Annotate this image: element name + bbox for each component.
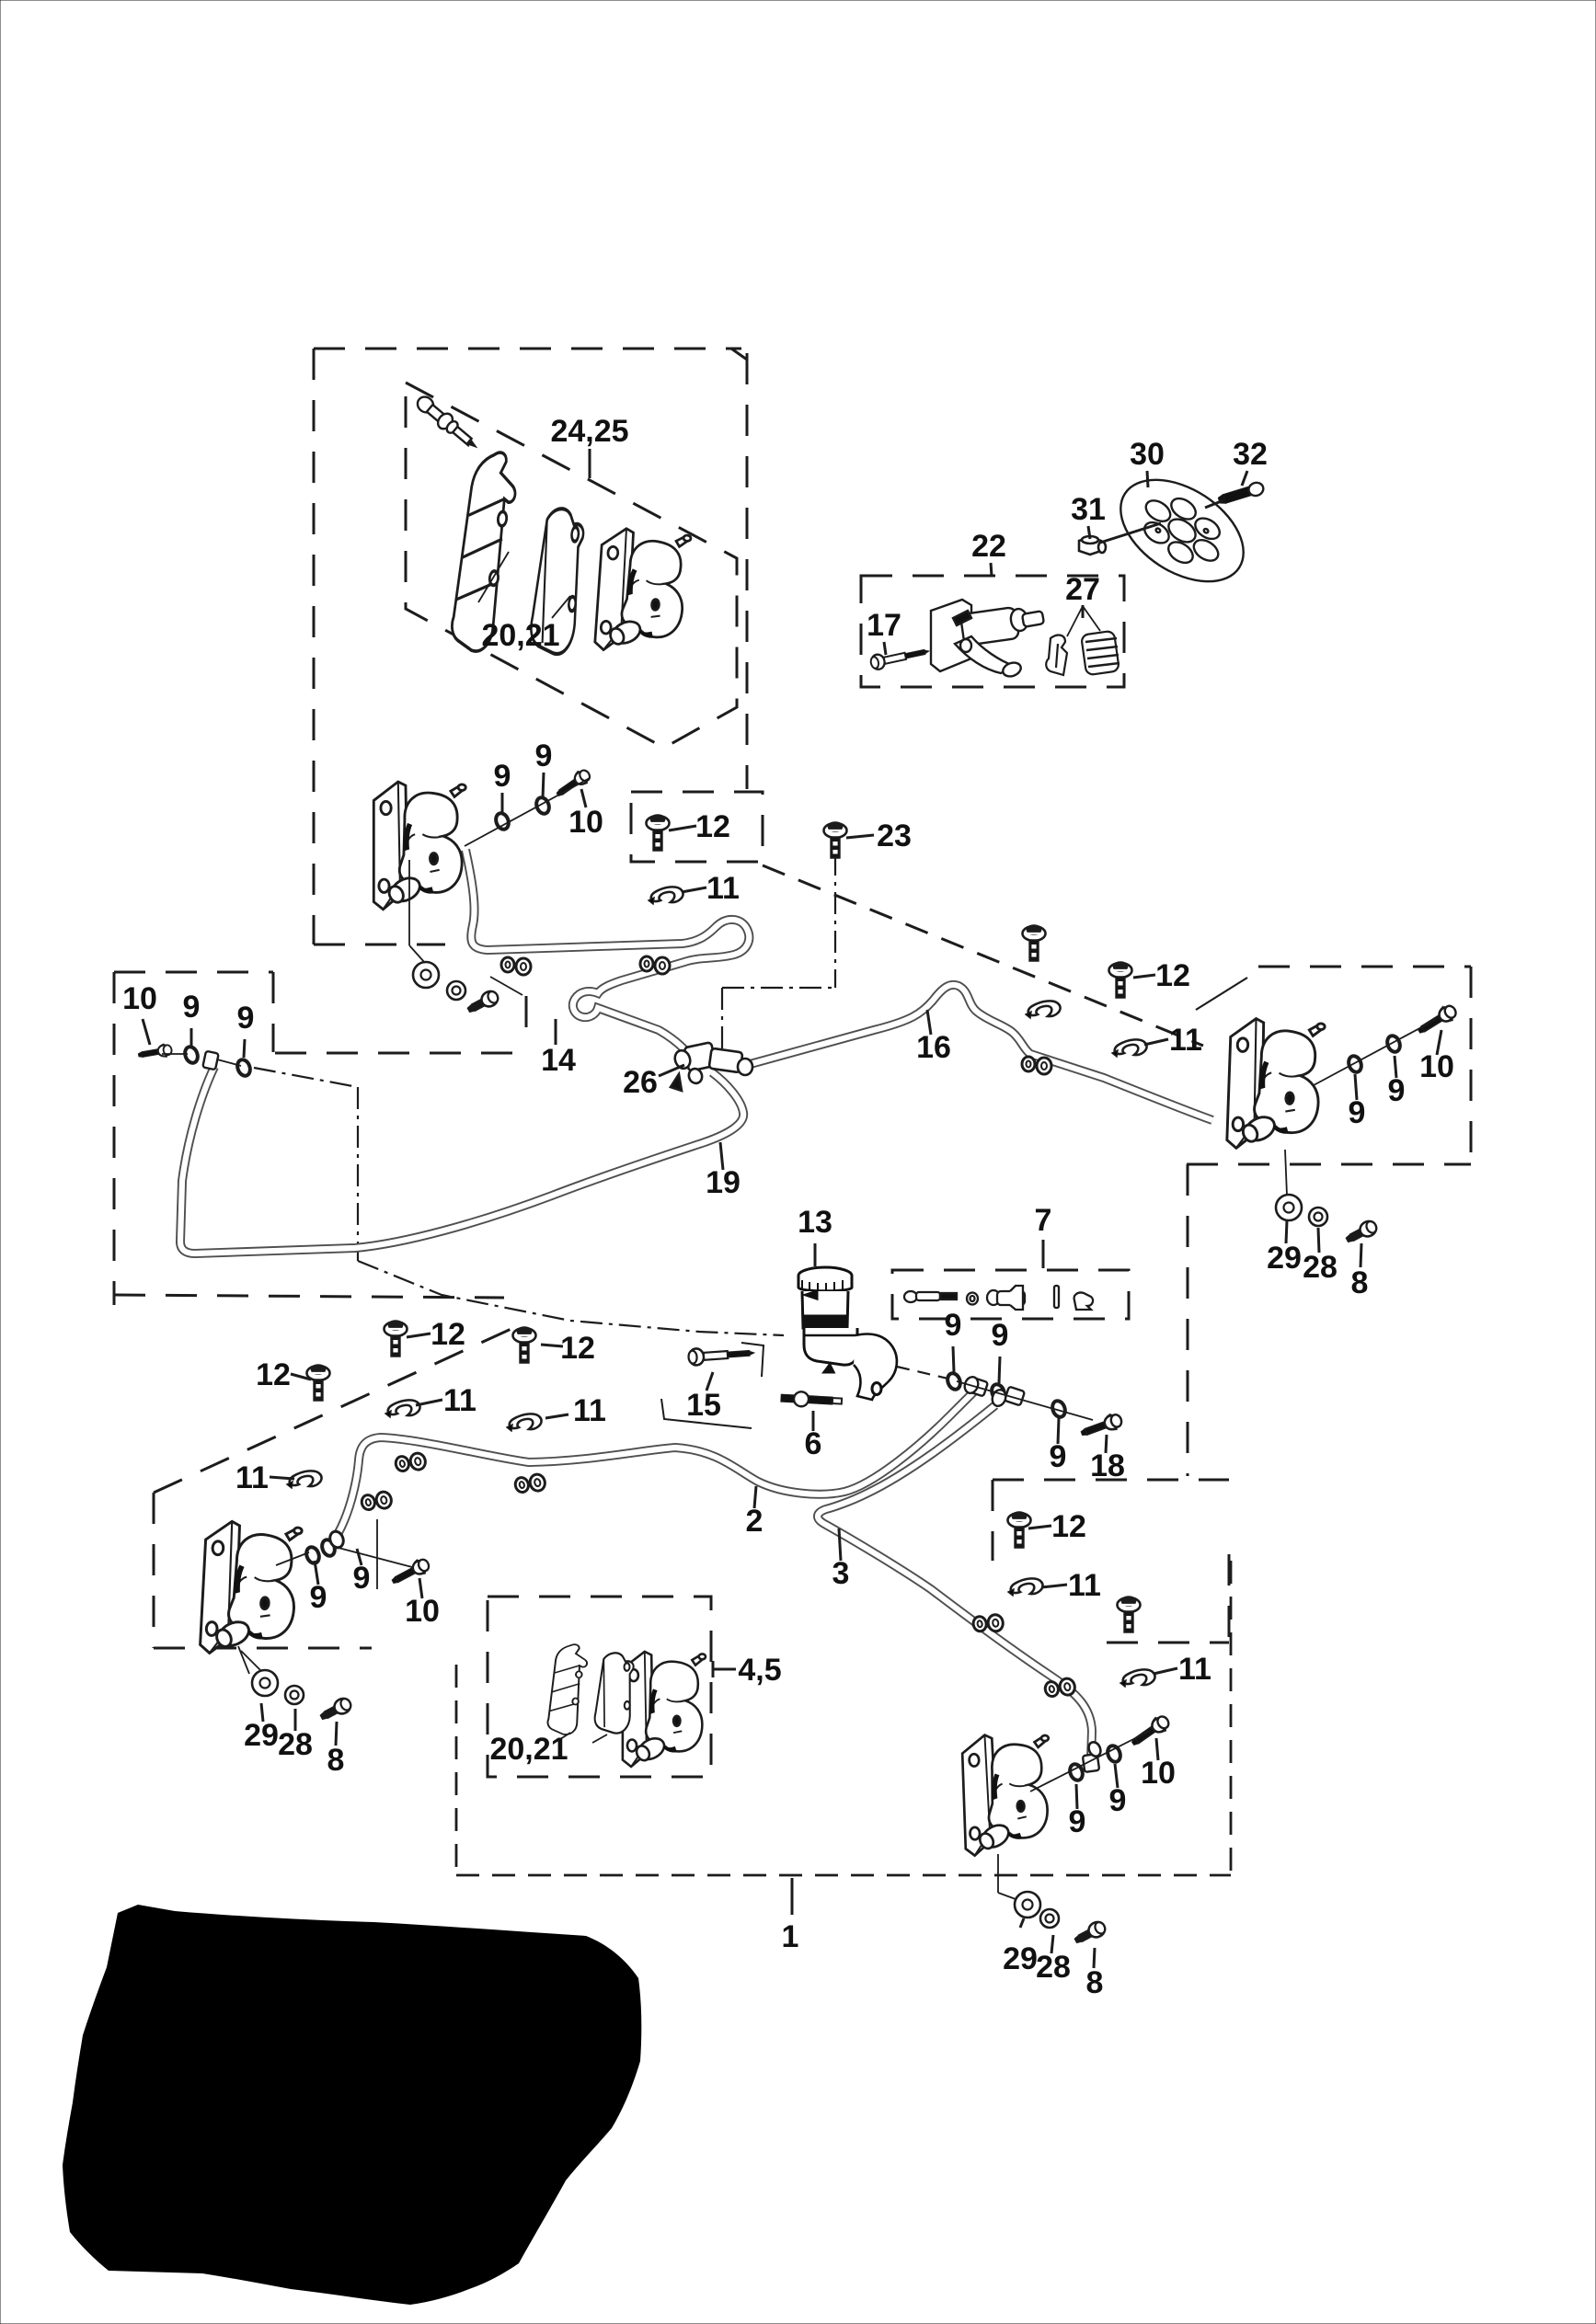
svg-text:12: 12 <box>1155 958 1190 993</box>
svg-text:10: 10 <box>405 1594 440 1629</box>
svg-text:11: 11 <box>1068 1568 1101 1603</box>
svg-text:24,25: 24,25 <box>550 414 628 449</box>
svg-text:18: 18 <box>1090 1448 1125 1483</box>
svg-text:11: 11 <box>573 1393 606 1428</box>
svg-text:9: 9 <box>310 1580 327 1615</box>
svg-text:28: 28 <box>278 1727 313 1762</box>
svg-text:7: 7 <box>1035 1203 1052 1238</box>
svg-text:6: 6 <box>805 1426 822 1461</box>
svg-text:29: 29 <box>1003 1941 1038 1976</box>
svg-text:12: 12 <box>560 1331 595 1366</box>
svg-text:28: 28 <box>1036 1950 1071 1985</box>
svg-text:2: 2 <box>746 1504 764 1539</box>
svg-text:8: 8 <box>327 1743 345 1778</box>
svg-text:4,5: 4,5 <box>738 1653 781 1688</box>
svg-text:10: 10 <box>568 805 603 840</box>
svg-text:10: 10 <box>1419 1049 1454 1084</box>
svg-text:20,21: 20,21 <box>489 1732 568 1767</box>
svg-text:9: 9 <box>945 1308 962 1343</box>
svg-text:12: 12 <box>256 1357 291 1392</box>
svg-text:17: 17 <box>867 608 901 643</box>
svg-text:14: 14 <box>541 1043 576 1078</box>
svg-text:11: 11 <box>1169 1023 1202 1058</box>
svg-text:9: 9 <box>353 1561 371 1596</box>
svg-text:31: 31 <box>1071 492 1106 527</box>
svg-text:12: 12 <box>431 1317 465 1352</box>
svg-text:9: 9 <box>183 990 201 1025</box>
svg-text:8: 8 <box>1351 1265 1369 1300</box>
svg-text:11: 11 <box>1178 1652 1211 1687</box>
svg-text:12: 12 <box>695 809 730 844</box>
svg-text:20,21: 20,21 <box>481 618 559 653</box>
svg-text:28: 28 <box>1303 1250 1338 1285</box>
svg-text:8: 8 <box>1086 1965 1104 2000</box>
svg-text:11: 11 <box>706 871 740 906</box>
svg-text:9: 9 <box>494 759 511 794</box>
svg-text:11: 11 <box>443 1383 477 1418</box>
svg-text:9: 9 <box>535 738 553 773</box>
svg-text:27: 27 <box>1065 572 1100 607</box>
svg-text:15: 15 <box>686 1388 721 1423</box>
svg-text:9: 9 <box>1349 1095 1366 1130</box>
svg-text:9: 9 <box>992 1318 1009 1353</box>
svg-text:9: 9 <box>1069 1804 1086 1839</box>
svg-text:9: 9 <box>1388 1073 1406 1108</box>
svg-text:16: 16 <box>916 1030 951 1065</box>
svg-text:10: 10 <box>1141 1756 1176 1791</box>
svg-text:3: 3 <box>832 1556 850 1591</box>
svg-text:22: 22 <box>971 529 1006 564</box>
svg-text:9: 9 <box>237 1001 255 1036</box>
svg-text:29: 29 <box>1267 1241 1302 1276</box>
svg-text:32: 32 <box>1233 437 1268 472</box>
svg-text:9: 9 <box>1109 1783 1127 1818</box>
svg-text:13: 13 <box>798 1205 832 1240</box>
svg-text:30: 30 <box>1130 437 1165 472</box>
svg-text:19: 19 <box>706 1165 741 1200</box>
svg-text:9: 9 <box>1050 1439 1067 1474</box>
svg-text:11: 11 <box>235 1460 269 1495</box>
svg-text:1: 1 <box>782 1919 799 1954</box>
svg-text:29: 29 <box>244 1718 279 1753</box>
svg-text:10: 10 <box>122 981 157 1016</box>
svg-text:23: 23 <box>877 819 912 853</box>
svg-text:12: 12 <box>1051 1509 1086 1544</box>
svg-text:26: 26 <box>623 1065 658 1100</box>
